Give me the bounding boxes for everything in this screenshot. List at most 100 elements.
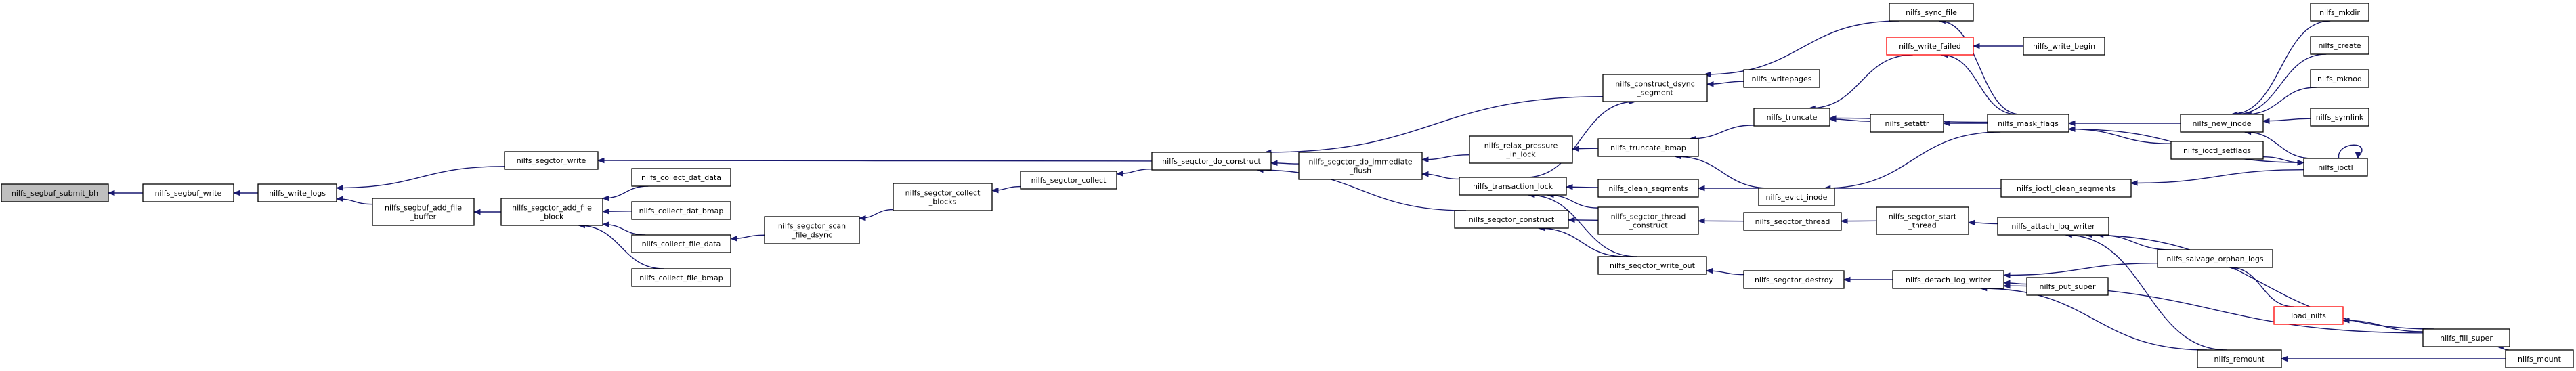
node-symlink[interactable]: nilfs_symlink [2310,108,2369,127]
edge-line [2244,131,2313,159]
arrow-head [335,196,343,202]
edge-segctor_collect-to-collect_blocks [991,186,1021,194]
edge-collect_dat_bmap-to-segctor_add_file_block [601,208,632,215]
edge-mark_flags-to-setattr [1942,120,1988,127]
arrow-head [991,187,999,194]
node-label: nilfs_segbuf_add_file [385,204,462,213]
node-label: nilfs_write_logs [269,189,326,198]
node-box [2023,37,2105,56]
node-box [1892,270,2004,289]
node-load_nilfs[interactable]: load_nilfs [2273,306,2344,325]
edge-do_construct-to-segctor_collect [1115,168,1153,177]
node-segbuf_add_file_buffer[interactable]: nilfs_segbuf_add_file_buffer [372,198,475,226]
node-collect_dat_data[interactable]: nilfs_collect_dat_data [631,168,731,187]
node-collect_file_data[interactable]: nilfs_collect_file_data [631,234,731,253]
node-mknod[interactable]: nilfs_mknod [2310,69,2369,88]
node-truncate[interactable]: nilfs_truncate [1753,108,1830,127]
edge-segctor_destroy-to-write_out [1705,267,1744,276]
node-mark_flags[interactable]: nilfs_mask_flags [1987,114,2069,133]
node-segctor_write[interactable]: nilfs_segctor_write [504,151,599,170]
node-attach_log_writer[interactable]: nilfs_attach_log_writer [1997,217,2109,236]
node-truncate_bmap[interactable]: nilfs_truncate_bmap [1597,138,1699,157]
node-label: nilfs_segctor_construct [1469,215,1555,224]
node-writepages[interactable]: nilfs_writepages [1743,69,1820,88]
node-label: nilfs_segctor_start [1889,213,1957,221]
node-segctor_destroy[interactable]: nilfs_segctor_destroy [1743,270,1845,289]
edge-segbuf_write-to-submit_bh [107,190,143,196]
node-write_begin[interactable]: nilfs_write_begin [2023,37,2105,56]
edge-mount-to-remount [2280,355,2506,362]
node-detach_log_writer[interactable]: nilfs_detach_log_writer [1892,270,2004,289]
node-ioctl_clean[interactable]: nilfs_ioctl_clean_segments [2000,179,2132,198]
edge-line [1809,54,1913,109]
node-collect_dat_bmap[interactable]: nilfs_collect_dat_bmap [631,201,731,220]
node-segctor_construct[interactable]: nilfs_segctor_construct [1454,210,1569,229]
graph-edges [107,18,2509,362]
node-segbuf_write[interactable]: nilfs_segbuf_write [142,183,234,202]
node-label: nilfs_write_begin [2033,42,2095,51]
arrow-head [1705,267,1713,274]
node-clean_segments[interactable]: nilfs_clean_segments [1597,179,1699,198]
node-label: nilfs_symlink [2316,113,2364,122]
node-start_thread[interactable]: nilfs_segctor_start_thread [1876,206,1969,235]
node-label: nilfs_create [2318,41,2361,50]
edge-segctor_thread-to-thread_construct [1697,218,1744,224]
node-label: nilfs_segctor_thread [1611,213,1686,221]
node-collect_blocks[interactable]: nilfs_segctor_collect_blocks [893,183,993,211]
arrow-head [1421,156,1429,163]
arrow-head [2297,160,2305,166]
node-new_inode[interactable]: nilfs_new_inode [2180,114,2264,133]
node-label: _file_dsync [791,231,832,240]
node-scan_file_dsync[interactable]: nilfs_segctor_scan_file_dsync [764,216,860,244]
node-mount[interactable]: nilfs_mount [2505,349,2574,368]
node-label: nilfs_mount [2518,355,2562,364]
node-box [372,198,475,226]
node-create[interactable]: nilfs_create [2310,36,2369,55]
node-segctor_collect[interactable]: nilfs_segctor_collect [1020,171,1117,190]
node-put_super[interactable]: nilfs_put_super [2026,277,2109,296]
node-evict_inode[interactable]: nilfs_evict_inode [1758,188,1835,206]
node-box [504,151,599,170]
node-box [1597,138,1699,157]
node-box [1987,114,2069,133]
edge-line [2235,53,2327,115]
node-label: nilfs_attach_log_writer [2011,222,2095,231]
node-segctor_thread[interactable]: nilfs_segctor_thread [1743,212,1842,231]
node-ioctl[interactable]: nilfs_ioctl [2303,158,2368,177]
node-construct_dsync[interactable]: nilfs_construct_dsync_segment [1602,74,1708,102]
node-write_logs[interactable]: nilfs_write_logs [257,183,337,202]
node-thread_construct[interactable]: nilfs_segctor_thread_construct [1597,206,1699,235]
edge-salvage-to-detach_log_writer [2002,262,2158,278]
node-box [1597,206,1699,235]
node-box [1020,171,1117,190]
node-segctor_add_file_block[interactable]: nilfs_segctor_add_file_block [500,198,603,226]
node-label: nilfs_segctor_add_file [512,204,592,213]
node-write_out[interactable]: nilfs_segctor_write_out [1597,256,1707,275]
node-box [1469,135,1573,164]
node-transaction_lock[interactable]: nilfs_transaction_lock [1459,177,1567,196]
node-ioctl_setflags[interactable]: nilfs_ioctl_setflags [2170,141,2264,160]
node-sync_file[interactable]: nilfs_sync_file [1889,3,1974,22]
node-write_failed[interactable]: nilfs_write_failed [1886,37,1974,56]
edge-ioctl-to-ioctl_clean [2130,169,2304,186]
node-setattr[interactable]: nilfs_setattr [1870,114,1944,133]
edge-line [2086,234,2434,330]
node-label: nilfs_detach_log_writer [1906,276,1991,284]
node-salvage[interactable]: nilfs_salvage_orphan_logs [2157,249,2273,268]
arrow-head [1697,218,1705,224]
node-submit_bh[interactable]: nilfs_segbuf_submit_bh [1,183,109,202]
node-box [2157,249,2273,268]
edge-line [1941,54,2017,115]
node-mkdir[interactable]: nilfs_mkdir [2310,3,2369,22]
node-label: nilfs_segctor_collect [1031,176,1107,185]
node-relax_pressure[interactable]: nilfs_relax_pressure_in_lock [1469,135,1573,164]
node-do_construct[interactable]: nilfs_segctor_do_construct [1151,152,1272,171]
node-box [1743,212,1842,231]
node-label: nilfs_sync_file [1906,8,1957,17]
node-collect_file_bmap[interactable]: nilfs_collect_file_bmap [631,268,731,287]
arrow-head [1706,81,1714,87]
node-remount[interactable]: nilfs_remount [2197,349,2282,368]
node-do_immediate_flush[interactable]: nilfs_segctor_do_immediate_flush [1298,152,1423,180]
arrow-head [1421,171,1429,177]
node-fill_super[interactable]: nilfs_fill_super [2422,328,2510,347]
